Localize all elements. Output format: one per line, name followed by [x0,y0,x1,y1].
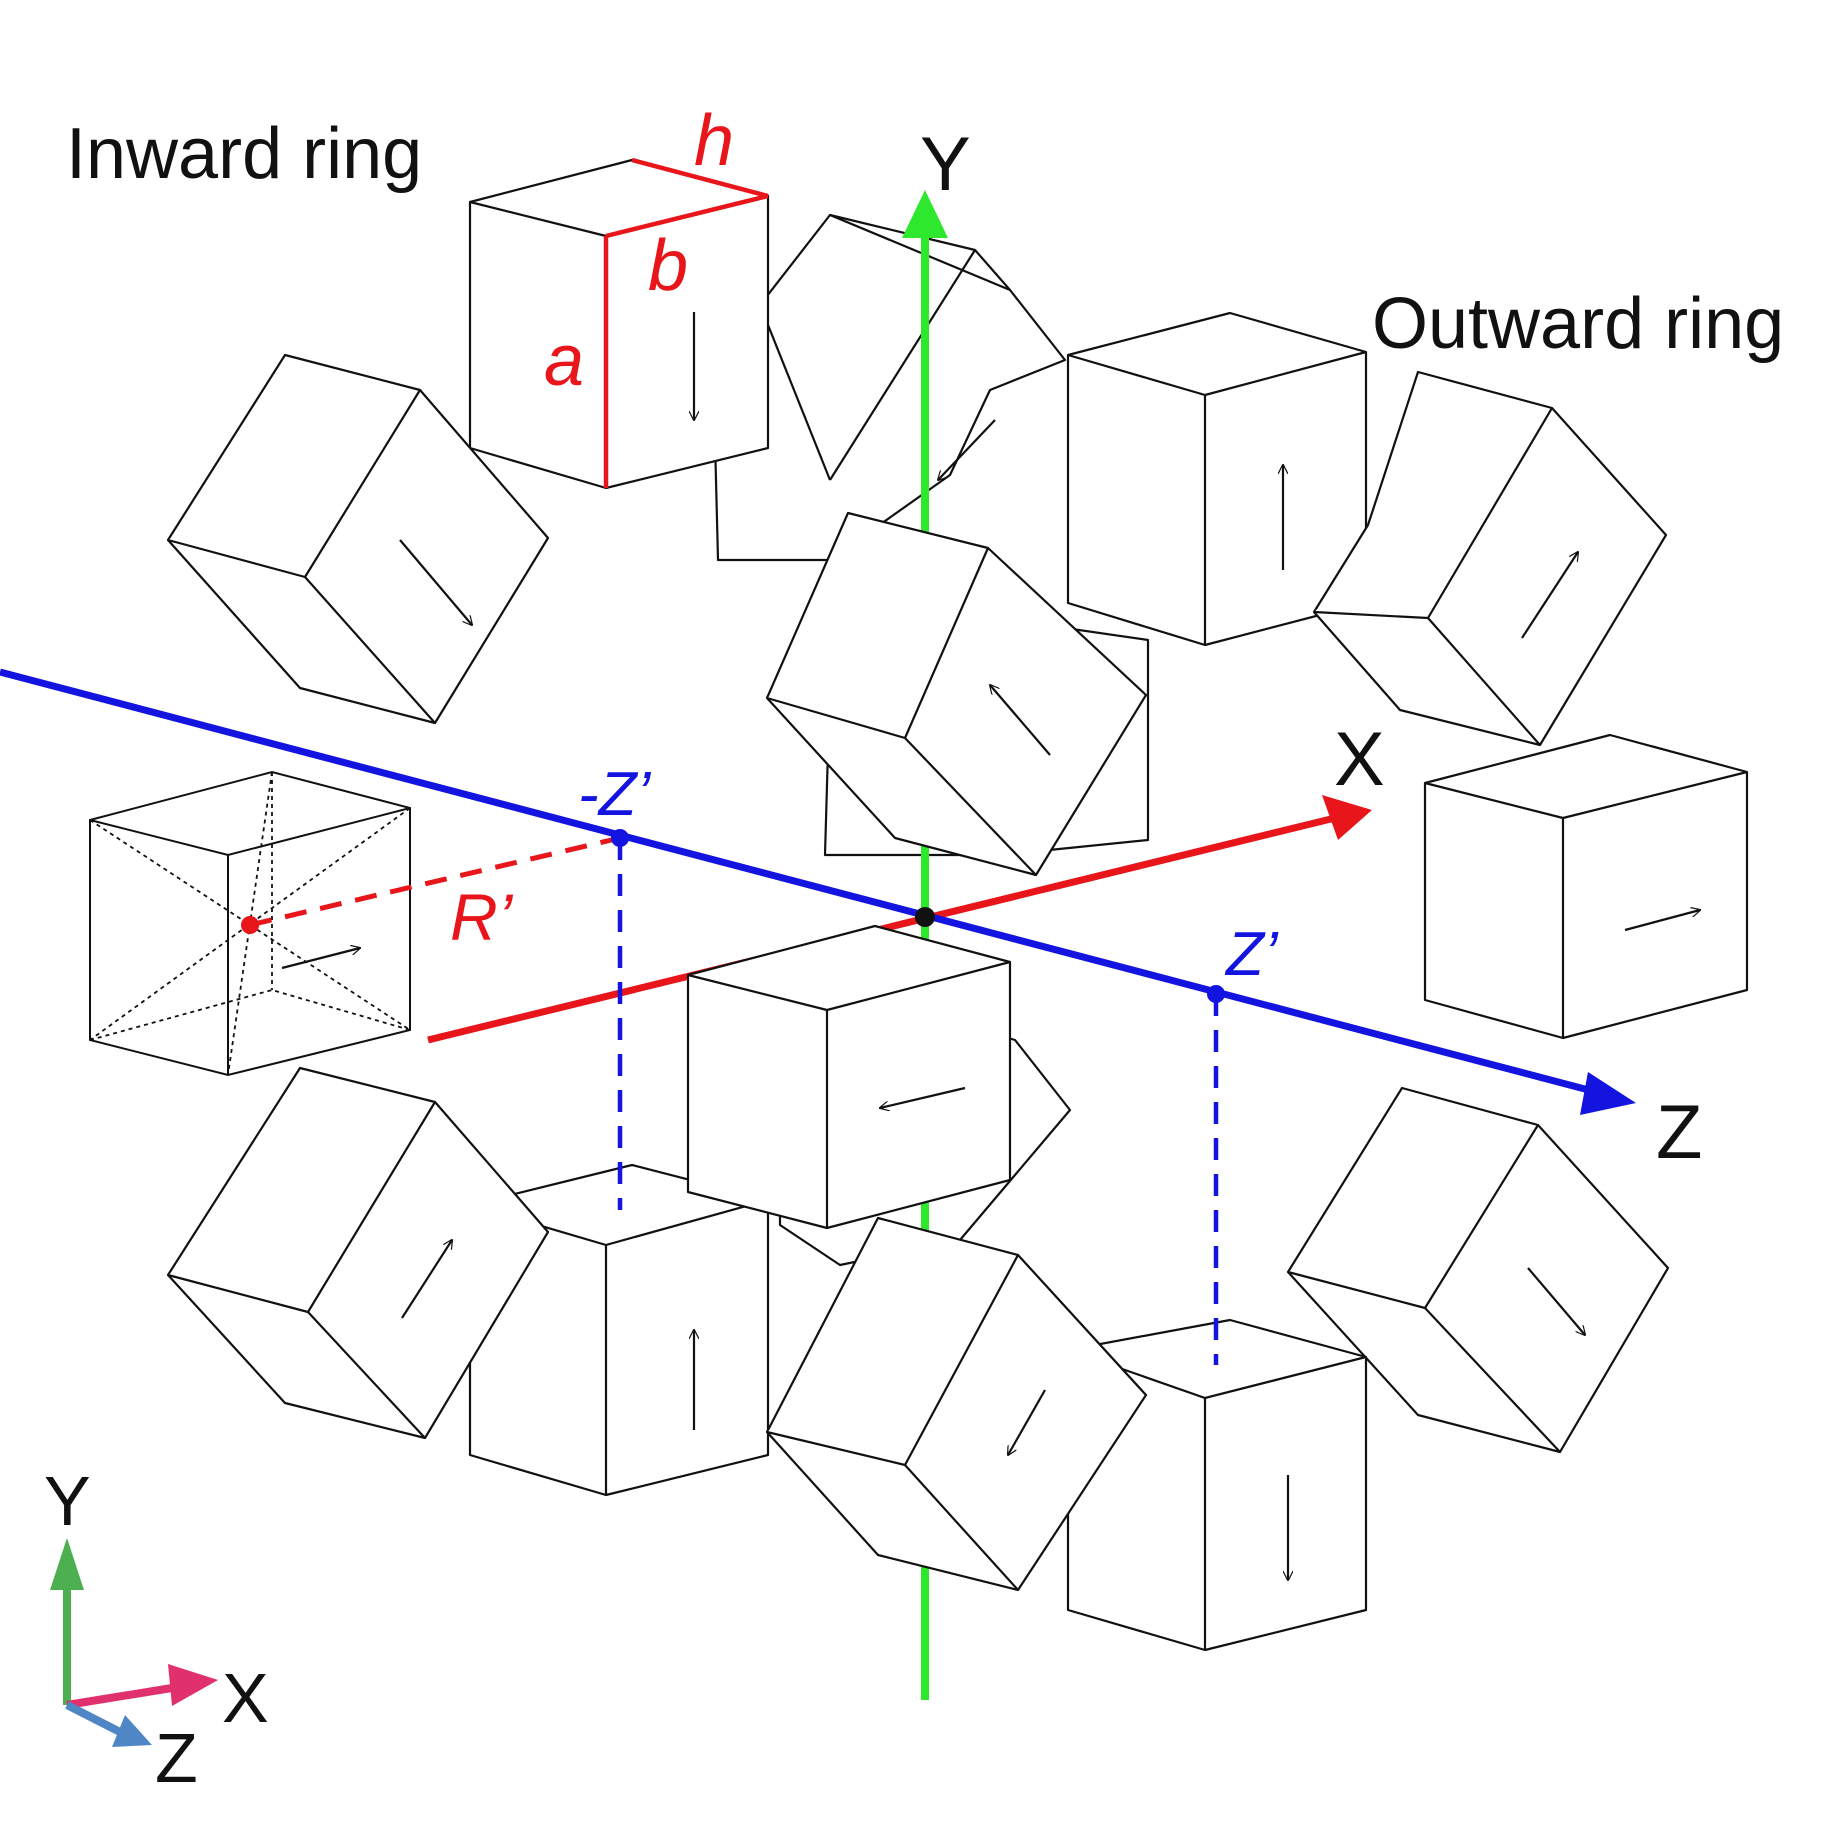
coordinate-triad-icon: Y X Z [44,1462,269,1797]
cube-inward-bottom-left [166,1066,550,1440]
z-axis-arrowhead [1580,1072,1636,1115]
magnetization-arrow-icon [990,685,1051,756]
y-axis-arrowhead [902,190,948,238]
magnetization-arrow-icon [1521,552,1578,639]
dimension-lines [603,157,769,488]
magnetization-arrow-icon [401,1240,452,1319]
neg-z-prime-dot [611,829,629,847]
cube-outward-right [1423,733,1749,1040]
cube-outward-bottom [1066,1318,1368,1652]
triad-x-arrowhead [168,1664,218,1706]
magnet-center-dot [241,916,259,934]
cube-center-lower [686,924,1012,1230]
magnetization-arrow-icon [1527,1267,1585,1335]
dim-b-label: b [648,226,688,306]
z-prime-label: Z’ [1224,920,1279,989]
z-axis-label: Z [1656,1090,1702,1175]
triad-z-arrowhead [112,1715,152,1747]
y-axis-label: Y [920,122,971,207]
dim-h-label: h [694,101,734,181]
cube-outward-top [1066,311,1368,647]
cube-outward-bottom-right [1286,1086,1670,1454]
outward-ring-label: Outward ring [1372,284,1784,364]
magnetization-arrow-icon [938,419,996,480]
magnetization-arrow-icon [1624,910,1700,932]
z-axis-line [0,668,1601,1097]
triad-y-label: Y [44,1462,91,1540]
radius-dashed-line [249,835,621,928]
dim-a-label: a [544,321,584,401]
x-axis-label: X [1334,717,1385,802]
x-axis-arrowhead [1322,795,1372,840]
magnetization-arrow-icon [1008,1389,1046,1455]
cube-center-upper [765,511,1148,877]
triad-y-arrowhead [50,1538,84,1590]
z-prime-dot [1207,985,1225,1003]
cube-inward-top-left [166,353,550,725]
cube-outward-top-right [1312,370,1668,747]
triad-z-label: Z [155,1719,198,1797]
inward-ring-label: Inward ring [66,114,422,194]
triad-x-label: X [222,1659,269,1737]
triad-z-arrow [65,1701,124,1737]
magnetization-arrow-icon [880,1086,966,1108]
origin-dot [915,907,935,927]
magnetization-arrow-icon [281,948,360,970]
radius-label: R’ [450,880,514,954]
magnetization-arrow-icon [399,539,472,625]
triad-x-arrow [66,1683,179,1709]
neg-z-prime-label: -Z’ [578,760,652,829]
cube-inward-bottom-center [765,1216,1148,1592]
